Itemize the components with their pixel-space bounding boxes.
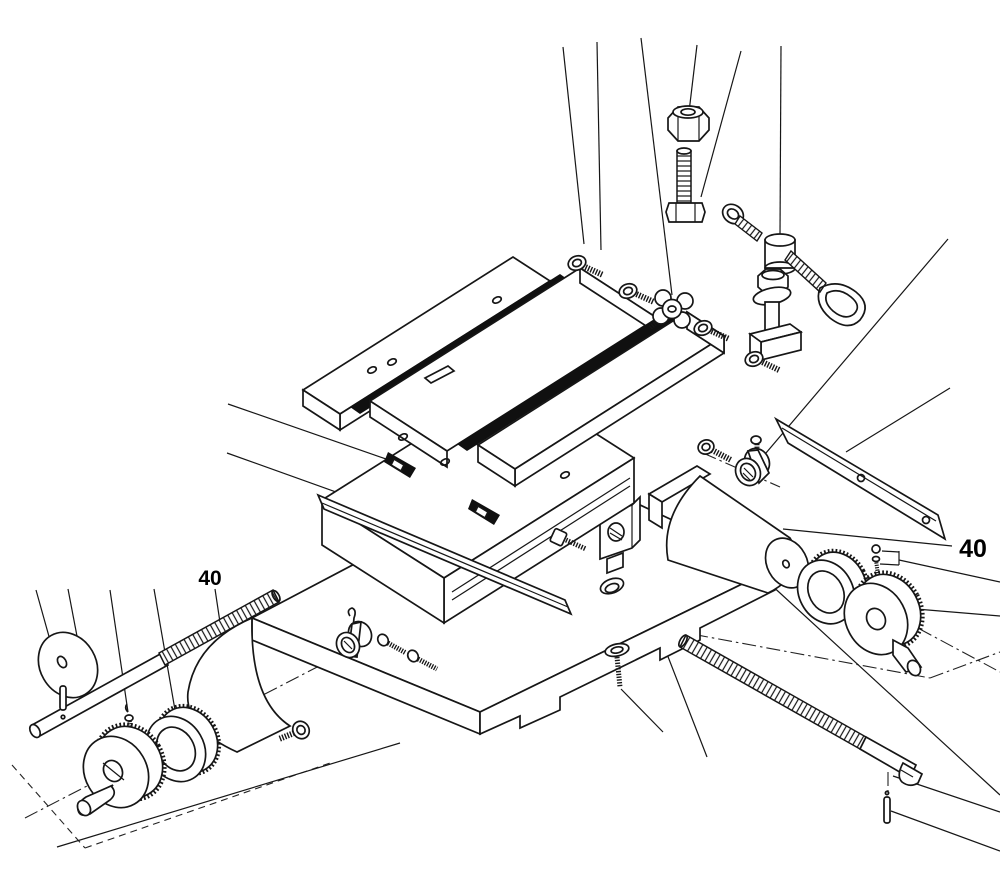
left-axis-group bbox=[28, 588, 439, 817]
t-slot-clamp-stack bbox=[748, 268, 803, 362]
small-screw bbox=[406, 649, 439, 672]
t-slot-mouth bbox=[384, 452, 416, 478]
handwheel-left bbox=[76, 722, 167, 817]
tapered-gib-strip bbox=[316, 493, 573, 616]
clamp-collar-left bbox=[335, 607, 373, 659]
clamp-coupler-with-eye-rod bbox=[721, 203, 866, 327]
bearing-end-cap bbox=[37, 631, 99, 699]
bottom-parts bbox=[604, 633, 924, 824]
right-axis-group bbox=[697, 416, 947, 677]
part-label-40-left: 40 bbox=[198, 567, 221, 590]
guard-plate bbox=[773, 416, 947, 541]
top-fasteners bbox=[567, 105, 866, 373]
washer-screw bbox=[697, 439, 733, 463]
dowel-pin-right bbox=[883, 790, 891, 824]
saddle-hex-screw bbox=[549, 527, 588, 552]
star-knob bbox=[648, 289, 694, 330]
dowel-pin-left bbox=[59, 685, 67, 720]
washer-screw bbox=[567, 254, 605, 278]
hex-nut bbox=[667, 105, 710, 142]
clamp-collar-with-setscrew bbox=[734, 447, 771, 487]
small-screw bbox=[376, 633, 408, 656]
leadscrew-left bbox=[28, 588, 281, 739]
dial-friction-pin-screw bbox=[871, 544, 881, 576]
t-slot-mouth bbox=[468, 499, 500, 525]
washer-screw bbox=[604, 642, 630, 688]
part-label-40-right: 40 bbox=[959, 535, 987, 563]
washer-screw bbox=[618, 282, 656, 305]
washer-screw bbox=[277, 720, 311, 742]
washer-screw bbox=[693, 319, 731, 342]
gib-screw-left bbox=[124, 703, 134, 729]
threaded-bolt bbox=[665, 147, 706, 223]
leadscrew-right bbox=[677, 633, 924, 787]
washer-screw bbox=[744, 350, 781, 373]
t-slot-table bbox=[301, 255, 726, 525]
handwheel-right bbox=[843, 570, 925, 677]
